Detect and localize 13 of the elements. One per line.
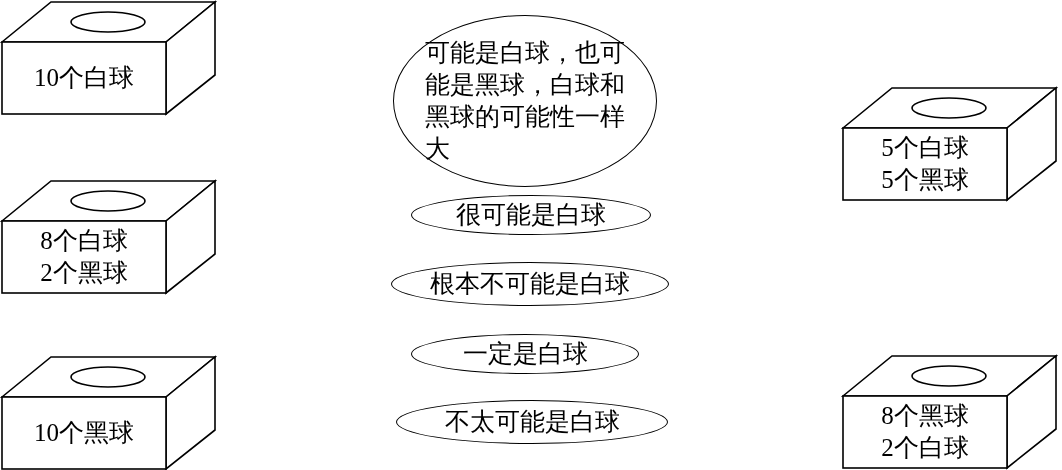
option-text: 一定是白球 (462, 339, 588, 369)
box-label: 8个黑球 (881, 401, 969, 431)
box-label: 5个白球 (881, 133, 969, 163)
box-label: 2个白球 (881, 433, 969, 463)
box-label: 2个黑球 (40, 258, 128, 288)
box-label: 10个白球 (34, 63, 134, 93)
option-text: 不太可能是白球 (444, 407, 620, 437)
option-text: 很可能是白球 (456, 200, 606, 230)
option-text: 根本不可能是白球 (430, 269, 630, 299)
box-label: 8个白球 (40, 226, 128, 256)
box-label: 10个黑球 (34, 418, 134, 448)
option-text: 可能是白球，也可能是黑球，白球和黑球的可能性一样大 (425, 38, 625, 164)
box-label: 5个黑球 (881, 165, 969, 195)
